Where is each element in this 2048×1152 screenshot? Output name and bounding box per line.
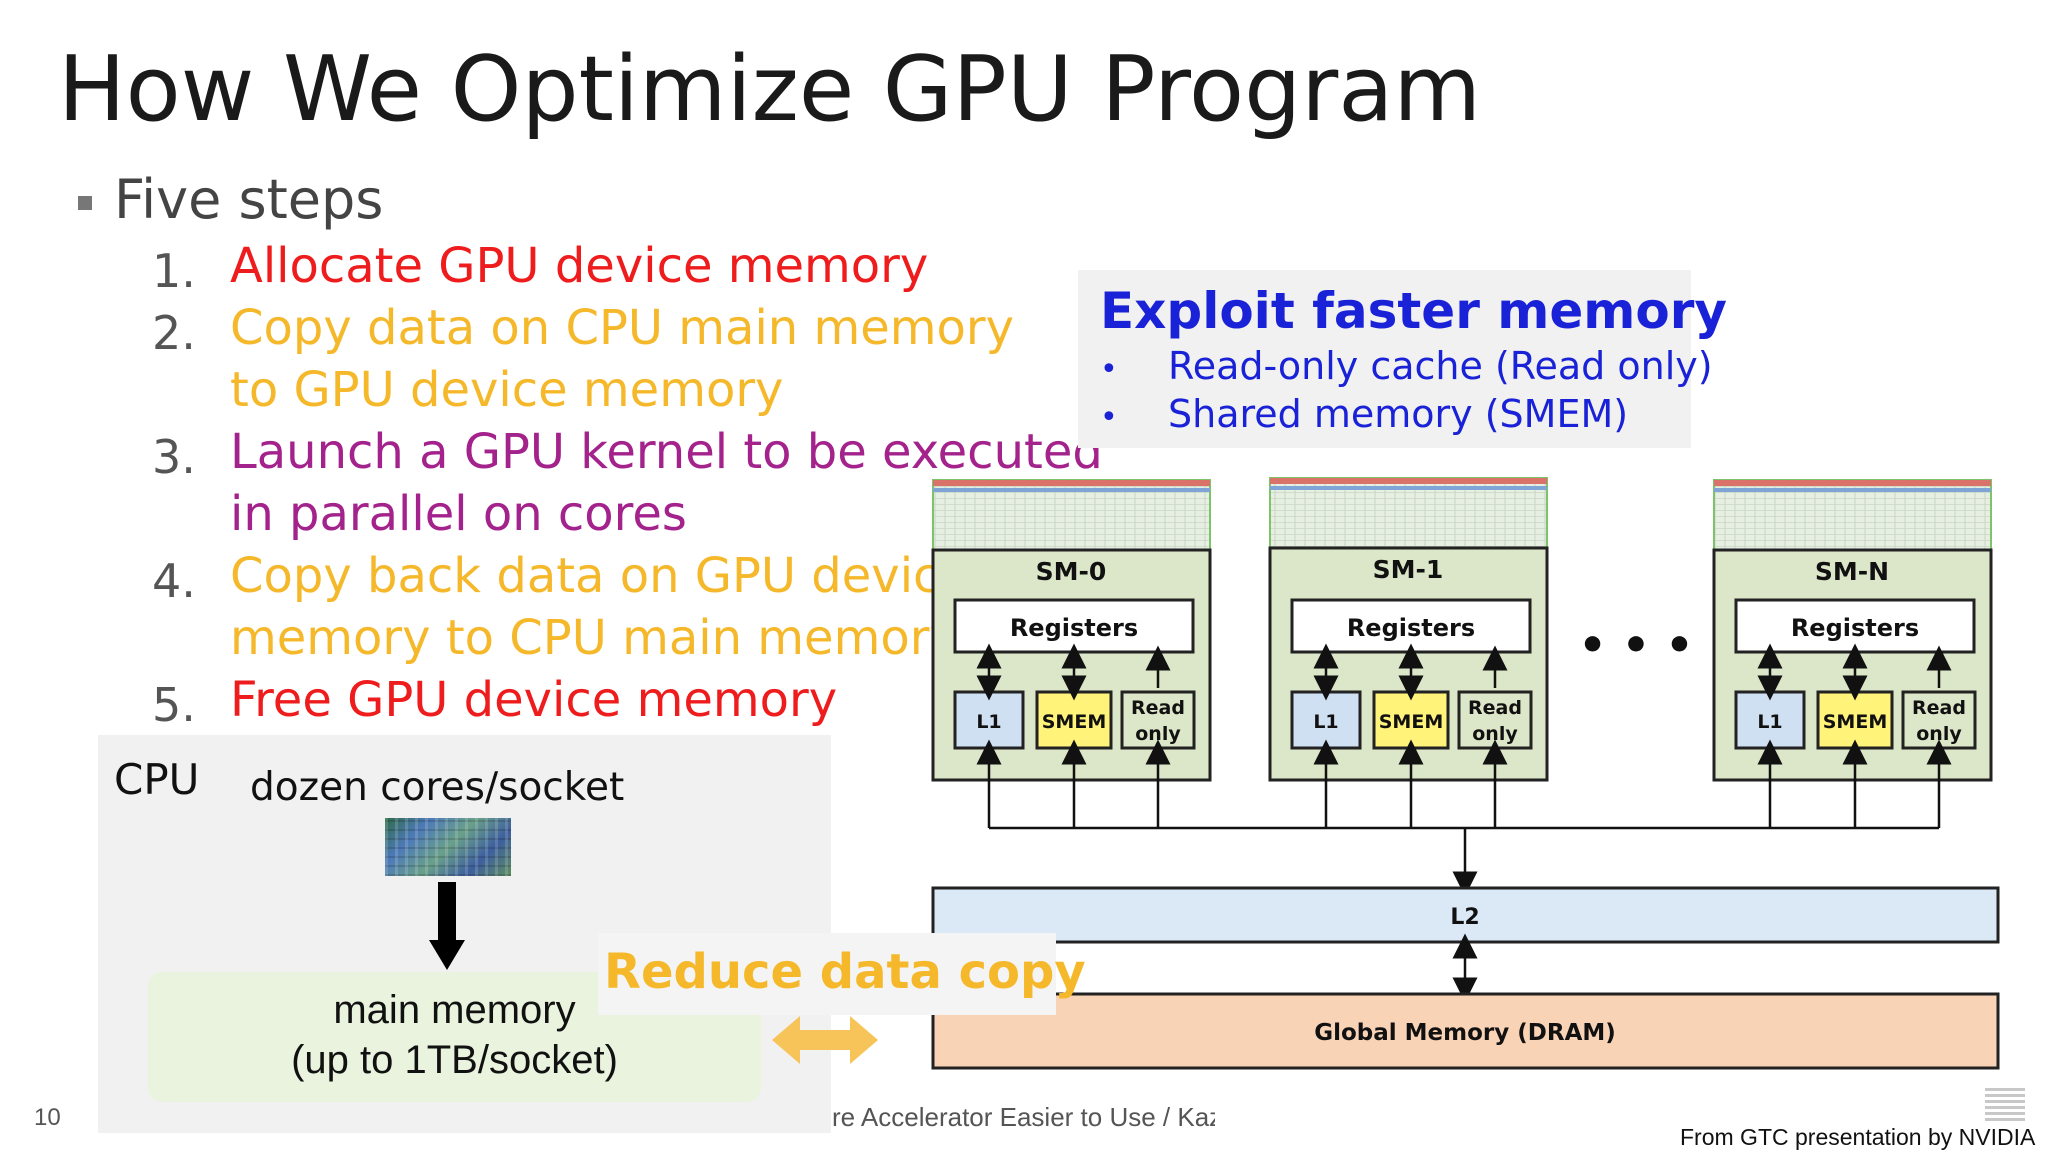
step-2-line-1: Copy data on CPU main memory — [230, 300, 1015, 356]
cpu-down-arrow-icon — [429, 940, 465, 970]
step-3-line-1: Launch a GPU kernel to be executed — [230, 424, 1103, 480]
sm-1-only: only — [1472, 723, 1518, 745]
main-memory-label: main memory — [333, 988, 576, 1032]
company-logo-icon — [1985, 1085, 2025, 1121]
sm-1-l1: L1 — [1313, 711, 1338, 733]
exploit-title: Exploit faster memory — [1100, 282, 1727, 340]
more-sm-ellipsis: • • • — [1578, 620, 1693, 671]
sm-1-smem: SMEM — [1379, 711, 1443, 733]
step-4-number: 4. — [152, 554, 196, 608]
global-memory-label: Global Memory (DRAM) — [1314, 1020, 1616, 1046]
exploit-faster-memory-box — [1078, 270, 1691, 448]
sm-0-smem: SMEM — [1042, 711, 1106, 733]
reduce-data-copy-label: Reduce data copy — [604, 944, 1086, 1000]
sm-n-label: SM-N — [1815, 557, 1889, 586]
sm-n-only: only — [1916, 723, 1962, 745]
page-number: 10 — [34, 1104, 61, 1131]
sm-1-registers: Registers — [1347, 614, 1475, 642]
sm-n-registers: Registers — [1791, 614, 1919, 642]
l2-label: L2 — [1450, 905, 1479, 930]
cpu-label: CPU — [114, 755, 200, 804]
sm-0-only: only — [1135, 723, 1181, 745]
page-title: How We Optimize GPU Program — [58, 37, 1482, 142]
step-4-line-1: Copy back data on GPU device — [230, 548, 969, 604]
sm-n-smem: SMEM — [1823, 711, 1887, 733]
footer-text: re Accelerator Easier to Use / Kaz — [832, 1102, 1223, 1132]
step-1-line-1: Allocate GPU device memory — [230, 238, 929, 294]
cpu-down-arrow-shaft — [438, 882, 456, 942]
step-2-number: 2. — [152, 306, 196, 360]
step-5-number: 5. — [152, 678, 196, 732]
sm-1-read: Read — [1468, 697, 1522, 719]
global-memory-box — [931, 992, 2000, 1070]
sm-1-block: SM-1 Registers L1 SMEM Read only — [1268, 477, 1549, 828]
sm-0-registers: Registers — [1010, 614, 1138, 642]
gtc-credit-box — [1215, 1085, 1985, 1152]
step-4-line-2: memory to CPU main memory — [230, 610, 958, 666]
step-1-number: 1. — [152, 244, 196, 298]
sm-0-label: SM-0 — [1036, 557, 1107, 586]
exploit-item-readonly: Read-only cache (Read only) — [1168, 344, 1713, 388]
cpu-chip-image — [385, 818, 511, 876]
cpu-chip-overlay — [385, 818, 511, 876]
reduce-data-copy-box — [598, 933, 1056, 1015]
sm-n-block: SM-N Registers L1 SMEM Read only — [1712, 479, 1993, 828]
step-5-line-1: Free GPU device memory — [230, 672, 838, 728]
cpu-cores-label: dozen cores/socket — [250, 765, 625, 810]
gtc-credit: From GTC presentation by NVIDIA — [1680, 1124, 2036, 1150]
step-3-number: 3. — [152, 430, 196, 484]
exploit-bullet-2: • — [1100, 400, 1118, 435]
exploit-item-smem: Shared memory (SMEM) — [1168, 392, 1629, 436]
exploit-bullet-1: • — [1100, 352, 1118, 387]
sm-0-l1: L1 — [976, 711, 1001, 733]
step-3-line-2: in parallel on cores — [230, 486, 687, 542]
step-2-line-2: to GPU device memory — [230, 362, 784, 418]
bullet-five-steps: Five steps — [114, 168, 384, 231]
sm-n-l1: L1 — [1757, 711, 1782, 733]
sm-0-block: SM-0 Registers L1 SMEM Read only — [931, 479, 1212, 828]
sm-n-read: Read — [1912, 697, 1966, 719]
main-memory-size: (up to 1TB/socket) — [291, 1038, 618, 1082]
sm-0-read: Read — [1131, 697, 1185, 719]
double-arrow-icon — [772, 1016, 878, 1064]
bullet-square-icon — [78, 196, 92, 210]
sm-1-label: SM-1 — [1373, 555, 1444, 584]
l2-cache-box — [931, 886, 2000, 944]
